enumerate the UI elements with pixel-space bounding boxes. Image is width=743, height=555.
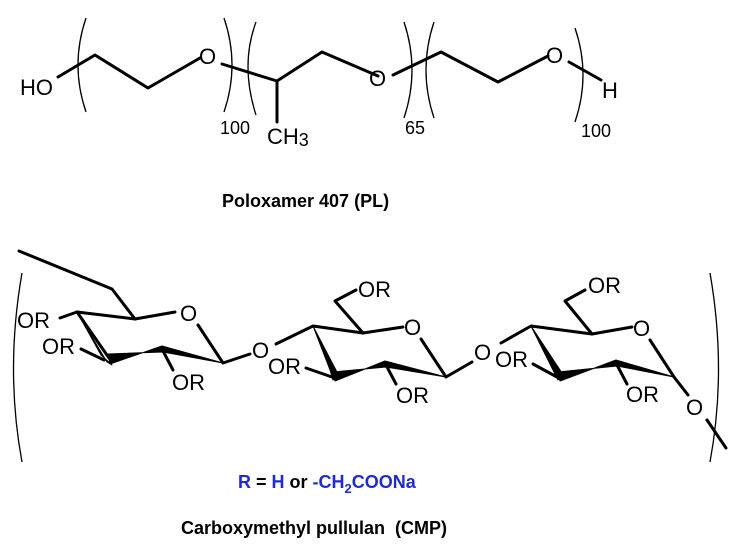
or-substituent: OR [17,308,50,333]
or-substituent: OR [268,354,301,379]
bracket-open-3 [425,21,435,119]
poloxamer-structure: HO O 100 CH3 O 65 O H 100 Poloxamer 407 … [20,17,618,211]
glycosidic-oxygen-1: O [252,338,269,363]
pullulan-structure: O OR OR OR O O OR OR OR O [12,249,728,538]
methyl-label: CH3 [267,124,309,150]
svg-text:O: O [180,301,197,326]
terminal-glycosidic-oxygen: O [686,395,703,420]
or-substituent: OR [358,277,391,302]
glucose-ring-1: O OR OR OR [17,249,252,395]
poloxamer-title: Poloxamer 407 (PL) [222,191,389,211]
repeat-count-1: 100 [220,118,250,138]
or-substituent: OR [495,347,528,372]
glucose-ring-2: O OR OR OR [268,277,474,408]
peo-block-3-bonds [391,50,550,84]
svg-text:O: O [404,315,421,340]
bracket-close-1 [223,17,233,113]
or-substituent: OR [396,383,429,408]
ppo-block-bonds [220,50,380,83]
svg-text:O: O [633,316,650,341]
pullulan-title: Carboxymethyl pullulan (CMP) [181,518,447,538]
bracket-close-3 [574,27,584,123]
glucose-ring-3: O OR OR OR O [495,273,728,450]
bracket-close-pullulan [709,272,720,463]
bracket-open-pullulan [12,272,23,463]
bracket-open-2 [247,21,257,116]
or-substituent: OR [42,334,75,359]
bracket-open-1 [77,17,87,113]
oxygen-label-3: O [546,43,563,68]
hydroxyl-end-label: HO [20,75,53,100]
or-substituent: OR [588,273,621,298]
glycosidic-oxygen-2: O [474,340,491,365]
hydrogen-end-label: H [602,78,618,103]
peo-block-1-bonds [56,53,202,90]
repeat-count-3: 100 [581,121,611,141]
terminal-h-bond [567,60,603,82]
oxygen-label-2: O [369,66,386,91]
bracket-close-2 [403,21,413,119]
or-substituent: OR [172,370,205,395]
repeat-count-2: 65 [405,118,425,138]
or-substituent: OR [626,382,659,407]
oxygen-label-1: O [199,44,216,69]
